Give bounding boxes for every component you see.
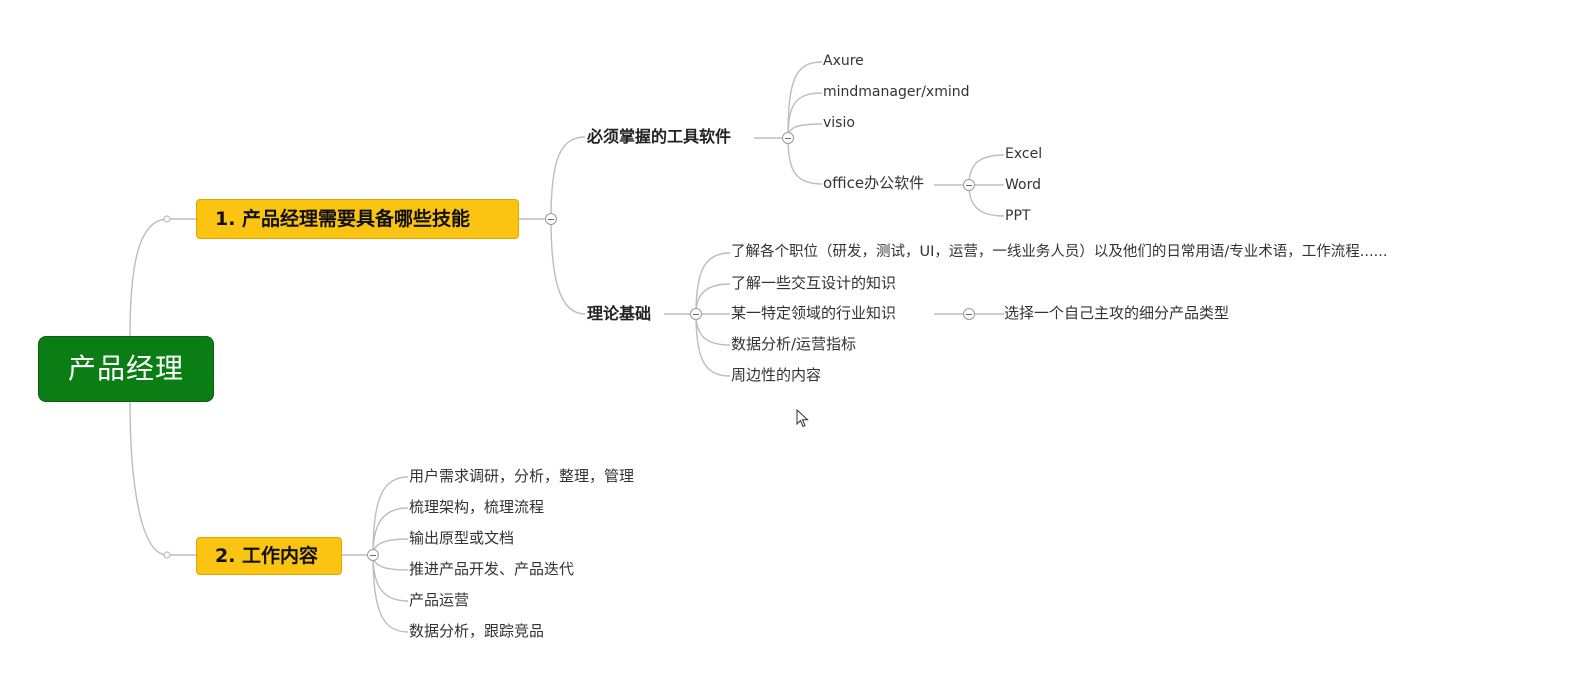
- collapse-industry-button[interactable]: [963, 308, 975, 320]
- work-item-architecture[interactable]: 梳理架构，梳理流程: [409, 498, 545, 516]
- collapse-theory-button[interactable]: [690, 308, 702, 320]
- work-item-competitor[interactable]: 数据分析，跟踪竞品: [409, 622, 545, 640]
- connector-theory-leaves: [664, 252, 731, 377]
- tool-item-visio[interactable]: visio: [823, 115, 855, 131]
- joint-dot-branch2: [163, 551, 171, 559]
- collapse-branch-work-button[interactable]: [367, 549, 379, 561]
- connector-root-branch2: [129, 401, 196, 556]
- office-item-excel[interactable]: Excel: [1005, 146, 1043, 162]
- theory-item-interaction[interactable]: 了解一些交互设计的知识: [731, 274, 897, 292]
- branch-skills-node[interactable]: 1. 产品经理需要具备哪些技能: [196, 199, 519, 239]
- connector-root-branch1: [129, 218, 196, 337]
- tool-item-office[interactable]: office办公软件: [823, 174, 925, 192]
- collapse-tools-button[interactable]: [782, 132, 794, 144]
- theory-item-peripheral[interactable]: 周边性的内容: [731, 366, 822, 384]
- connector-office-children: [934, 154, 1005, 217]
- work-item-development[interactable]: 推进产品开发、产品迭代: [409, 560, 575, 578]
- theory-node[interactable]: 理论基础: [587, 304, 652, 323]
- office-item-word[interactable]: Word: [1005, 177, 1041, 193]
- mouse-pointer-icon: [796, 409, 809, 428]
- theory-item-roles[interactable]: 了解各个职位（研发，测试，UI，运营，一线业务人员）以及他们的日常用语/专业术语…: [731, 244, 1388, 260]
- tools-node[interactable]: 必须掌握的工具软件: [587, 127, 732, 146]
- office-item-ppt[interactable]: PPT: [1005, 208, 1031, 224]
- branch-skills-label: 1. 产品经理需要具备哪些技能: [215, 207, 471, 230]
- tool-item-mindmanager[interactable]: mindmanager/xmind: [823, 84, 970, 100]
- industry-child-item[interactable]: 选择一个自己主攻的细分产品类型: [1004, 304, 1230, 322]
- collapse-branch-skills-button[interactable]: [545, 213, 557, 225]
- root-node[interactable]: 产品经理: [38, 336, 214, 402]
- connector-branch1-theory: [550, 218, 586, 315]
- branch-work-label: 2. 工作内容: [215, 544, 319, 567]
- connector-tools-leaves: [754, 61, 823, 185]
- work-item-research[interactable]: 用户需求调研，分析，整理，管理: [409, 467, 635, 485]
- connector-branch1-tools: [519, 136, 586, 220]
- connector-branch2-leaves: [342, 476, 409, 633]
- tool-item-axure[interactable]: Axure: [823, 53, 864, 69]
- work-item-prototype[interactable]: 输出原型或文档: [409, 529, 515, 547]
- work-item-operations[interactable]: 产品运营: [409, 591, 470, 609]
- branch-work-node[interactable]: 2. 工作内容: [196, 537, 342, 575]
- joint-dot-branch1: [163, 215, 171, 223]
- collapse-office-button[interactable]: [963, 179, 975, 191]
- theory-item-data[interactable]: 数据分析/运营指标: [731, 335, 857, 353]
- theory-item-industry[interactable]: 某一特定领域的行业知识: [731, 304, 897, 322]
